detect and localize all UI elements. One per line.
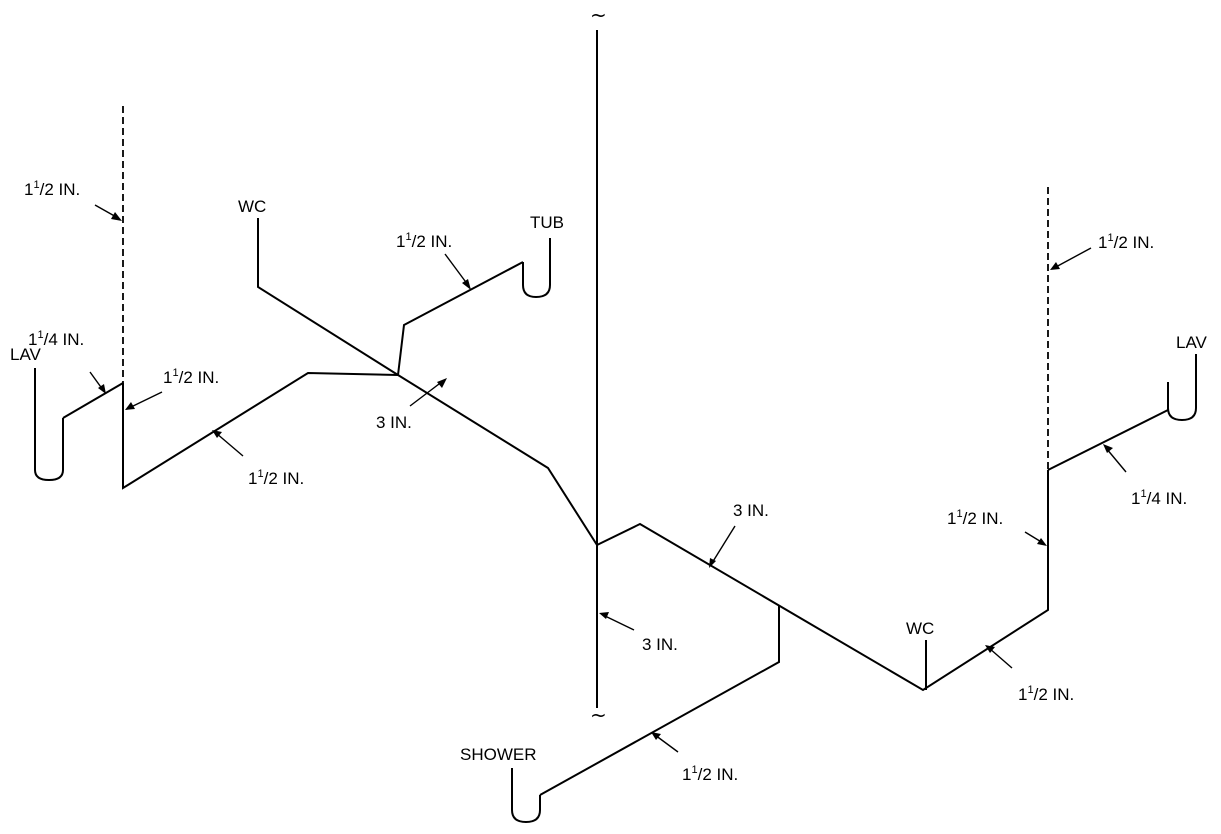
leader-main-upper bbox=[409, 380, 444, 407]
size-label-lav-right-drain: 11/4 IN. bbox=[1131, 488, 1187, 508]
fixture-label-shower: SHOWER bbox=[460, 745, 537, 764]
left-lav-trap bbox=[34, 368, 64, 482]
fixture-label-wc-top: WC bbox=[238, 197, 266, 216]
stack-bottom-break: ~ bbox=[590, 703, 607, 727]
fixture-labels: LAV WC TUB LAV WC SHOWER bbox=[10, 197, 1208, 764]
size-label-lav-left-drain: 11/4 IN. bbox=[28, 329, 84, 349]
leader-vent-right bbox=[1053, 247, 1092, 269]
tub-branch bbox=[397, 261, 524, 376]
arrowhead-stack bbox=[599, 612, 609, 619]
size-label-stack: 3 IN. bbox=[642, 635, 678, 654]
size-label-tub-drain: 11/2 IN. bbox=[396, 231, 452, 251]
vent-lines bbox=[122, 106, 1049, 470]
arrowhead-lav-left-drain bbox=[98, 384, 106, 394]
arrowhead-main-lower bbox=[709, 558, 716, 568]
leader-shower-drain bbox=[654, 734, 679, 753]
right-lav-trap bbox=[1167, 354, 1197, 422]
arrowhead-lav-right-drain bbox=[1103, 444, 1113, 453]
pipe-size-labels: 11/2 IN. 11/4 IN. 11/2 IN. 11/2 IN. 11/2… bbox=[24, 179, 1187, 784]
left-lav-branch bbox=[62, 382, 124, 419]
leader-tub-drain bbox=[444, 253, 469, 286]
arrowhead-tub-drain bbox=[462, 279, 471, 290]
arrowhead-shower-drain bbox=[651, 732, 661, 740]
left-horizontal-branch bbox=[122, 371, 399, 490]
arrowhead-main-upper bbox=[437, 378, 447, 388]
upper-main-drain bbox=[257, 218, 598, 546]
leader-wc-bottom-branch bbox=[988, 647, 1013, 669]
leader-left-horizontal bbox=[215, 432, 244, 457]
size-label-right-riser: 11/2 IN. bbox=[947, 508, 1003, 528]
size-label-lav-left-branch: 11/2 IN. bbox=[163, 367, 219, 387]
fixture-label-lav-right: LAV bbox=[1176, 333, 1208, 352]
lower-main-drain bbox=[596, 470, 1049, 692]
leader-lav-right-drain bbox=[1105, 447, 1127, 473]
arrowhead-wc-bottom-branch bbox=[985, 645, 995, 653]
arrowhead-vent-right bbox=[1050, 262, 1060, 270]
size-label-main-upper: 3 IN. bbox=[376, 413, 412, 432]
leader-arrows bbox=[89, 204, 1127, 753]
arrowhead-right-riser bbox=[1037, 538, 1047, 546]
right-lav-branch bbox=[1047, 409, 1169, 471]
leader-main-lower bbox=[711, 525, 736, 564]
arrowhead-left-horizontal bbox=[212, 430, 222, 438]
fixture-label-tub: TUB bbox=[530, 213, 564, 232]
tub-trap bbox=[522, 238, 551, 299]
size-label-main-lower: 3 IN. bbox=[733, 501, 769, 520]
size-label-vent-right: 11/2 IN. bbox=[1098, 232, 1154, 252]
fixture-label-wc-bottom: WC bbox=[906, 619, 934, 638]
size-label-left-horizontal: 11/2 IN. bbox=[248, 468, 304, 488]
arrowhead-vent-left bbox=[111, 212, 122, 221]
size-label-vent-left: 11/2 IN. bbox=[24, 179, 80, 199]
arrowhead-lav-left-branch bbox=[125, 402, 135, 410]
shower-trap bbox=[511, 768, 541, 824]
size-label-shower-drain: 11/2 IN. bbox=[682, 764, 738, 784]
leader-stack bbox=[602, 614, 635, 631]
stack-top-break: ~ bbox=[590, 3, 607, 27]
leader-lav-left-branch bbox=[128, 391, 163, 409]
shower-branch bbox=[539, 605, 780, 796]
pipe-network bbox=[34, 30, 1197, 824]
size-label-wc-bottom-branch: 11/2 IN. bbox=[1018, 684, 1074, 704]
fixture-label-lav-left: LAV bbox=[10, 345, 42, 364]
